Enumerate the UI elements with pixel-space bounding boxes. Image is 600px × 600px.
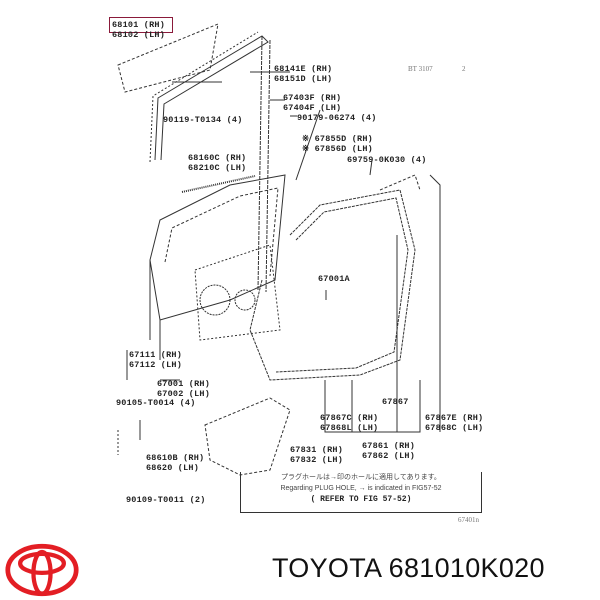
note-ref: ( REFER TO FIG 57-52)	[310, 495, 412, 504]
label-check[interactable]: 68610B (RH) 68620 (LH)	[146, 453, 204, 473]
label-line: 90105-T0014 (4)	[116, 398, 196, 408]
label-line: 67002 (LH)	[157, 389, 211, 399]
label-panel-bracket[interactable]: 67001A	[318, 274, 350, 284]
label-line: 67867E (RH)	[425, 413, 484, 423]
note-jp: プラグホールは→印のホールに適用してあります。	[281, 474, 441, 481]
label-line: 67831 (RH)	[290, 445, 344, 455]
label-weatherstrip-belt[interactable]: 68160C (RH) 68210C (LH)	[188, 153, 246, 173]
label-line: 67403F (RH)	[283, 93, 342, 103]
parts-diagram: 68101 (RH) 68102 (LH) 68141E (RH) 68151D…	[109, 17, 483, 524]
label-window-glass[interactable]: 68101 (RH) 68102 (LH)	[112, 20, 165, 40]
label-weatherstrip-main[interactable]: 67861 (RH) 67862 (LH)	[362, 441, 415, 461]
label-line: 68151D (LH)	[274, 74, 333, 84]
label-line: 90109-T0011 (2)	[126, 495, 206, 505]
label-bolt-d[interactable]: 90109-T0011 (2)	[126, 495, 206, 505]
label-bolt-a[interactable]: 90179-06274 (4)	[297, 113, 377, 123]
title-code: BT 3107	[408, 65, 433, 73]
label-line: 68160C (RH)	[188, 153, 247, 163]
figure-id: 67401n	[458, 516, 479, 524]
label-moulding[interactable]: ※ 67855D (RH) ※ 67856D (LH)	[302, 134, 373, 154]
label-weatherstrip-rear[interactable]: 67867E (RH) 67868C (LH)	[425, 413, 483, 433]
label-door-panel[interactable]: 67001 (RH) 67002 (LH)	[157, 379, 210, 399]
label-line: 68101 (RH)	[112, 20, 166, 30]
label-line: ※ 67856D (LH)	[302, 144, 373, 154]
label-weatherstrip-center[interactable]: 67867	[382, 397, 409, 407]
label-weatherstrip-front[interactable]: 67867C (RH) 67868L (LH)	[320, 413, 378, 433]
label-line: 67867C (RH)	[320, 413, 379, 423]
label-line: 69759-0K030 (4)	[347, 155, 427, 165]
label-line: 67867	[382, 397, 409, 407]
page-marker: 2	[462, 65, 466, 73]
label-line: 90179-06274 (4)	[297, 113, 377, 123]
label-line: 68210C (LH)	[188, 163, 247, 173]
label-line: 67404F (LH)	[283, 103, 342, 113]
product-title: TOYOTA 681010K020	[272, 553, 545, 583]
label-line: 67868C (LH)	[425, 423, 484, 433]
label-line: 68102 (LH)	[112, 30, 166, 40]
plug-hole-note: プラグホールは→印のホールに適用してあります。 Regarding PLUG H…	[240, 472, 482, 513]
label-bolt-b[interactable]: 90119-T0134 (4)	[163, 115, 243, 125]
label-line: 68610B (RH)	[146, 453, 205, 463]
label-line: 67861 (RH)	[362, 441, 416, 451]
label-line: 67001A	[318, 274, 350, 284]
label-clip[interactable]: 69759-0K030 (4)	[347, 155, 427, 165]
note-en: Regarding PLUG HOLE, → is indicated in F…	[280, 485, 442, 492]
label-line: 67111 (RH)	[129, 350, 183, 360]
label-line: 68620 (LH)	[146, 463, 200, 473]
label-seal[interactable]: 67831 (RH) 67832 (LH)	[290, 445, 343, 465]
label-window-frame[interactable]: 67403F (RH) 67404F (LH)	[283, 93, 341, 113]
label-line: 67832 (LH)	[290, 455, 344, 465]
label-hinge[interactable]: 67111 (RH) 67112 (LH)	[129, 350, 182, 370]
label-bolt-c[interactable]: 90105-T0014 (4)	[116, 398, 196, 408]
toyota-logo-icon	[5, 543, 79, 597]
door-exploded-drawing	[117, 23, 441, 476]
label-line: 67001 (RH)	[157, 379, 211, 389]
highlight-box	[109, 17, 173, 33]
label-line: 67862 (LH)	[362, 451, 416, 461]
label-line: 90119-T0134 (4)	[163, 115, 243, 125]
label-line: 67868L (LH)	[320, 423, 379, 433]
label-line: 68141E (RH)	[274, 64, 333, 74]
label-run-channel[interactable]: 68141E (RH) 68151D (LH)	[274, 64, 332, 84]
label-line: ※ 67855D (RH)	[302, 134, 373, 144]
label-line: 67112 (LH)	[129, 360, 183, 370]
